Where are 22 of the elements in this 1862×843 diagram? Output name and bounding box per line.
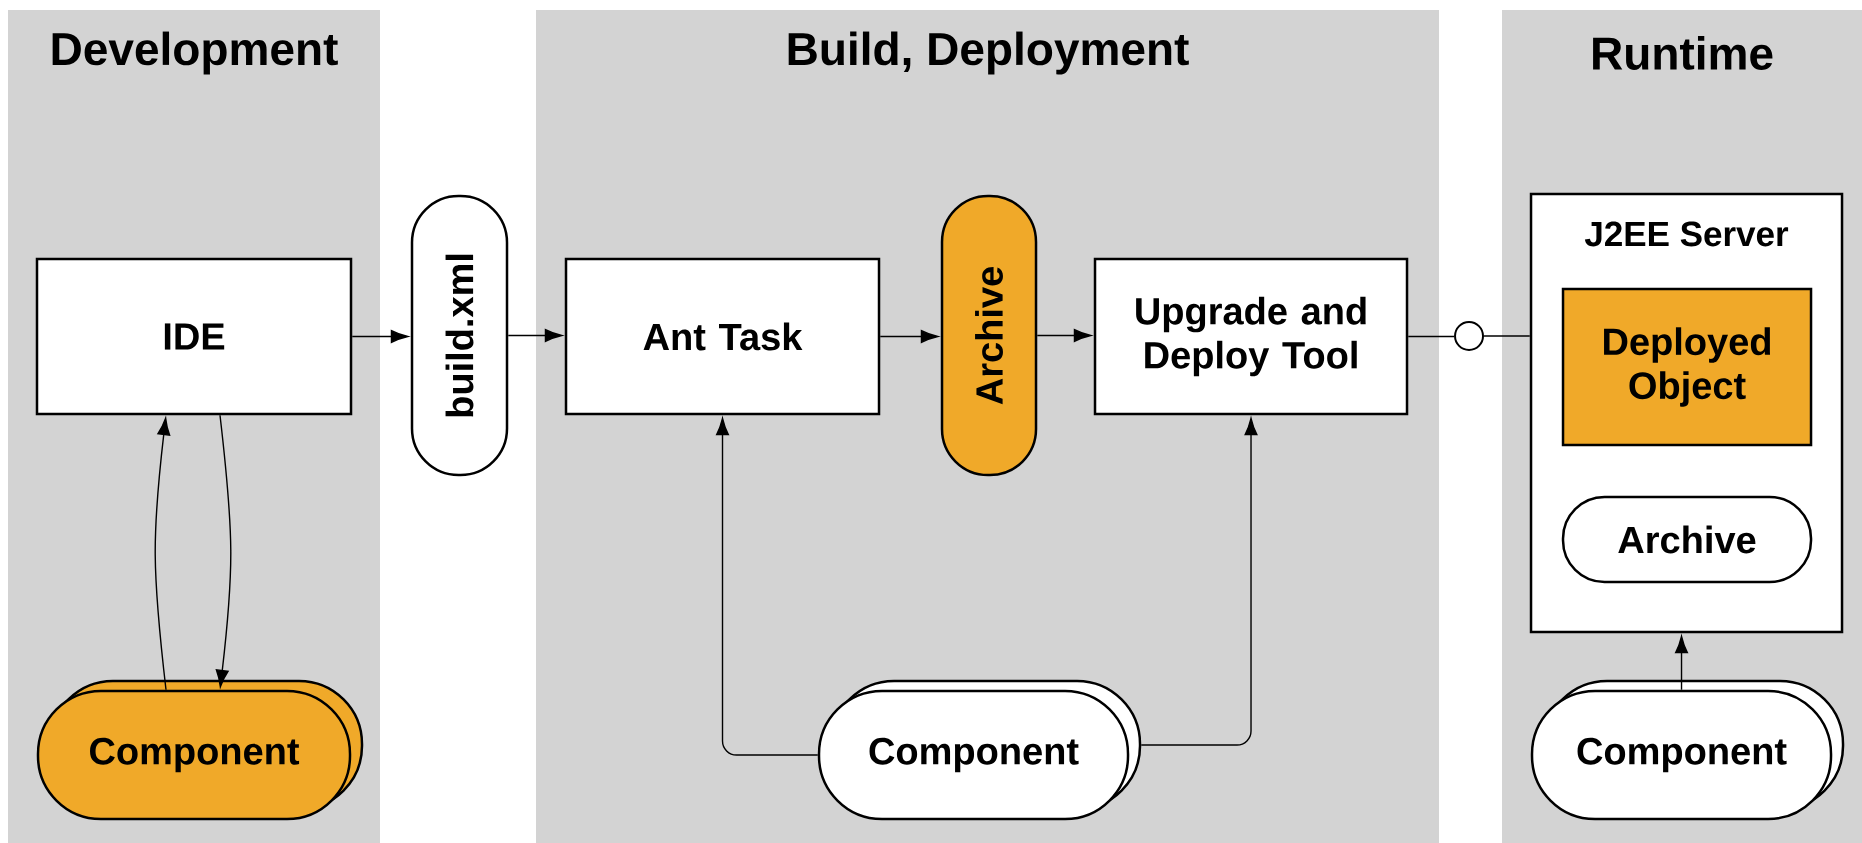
arrow [716, 417, 819, 756]
arrow [879, 329, 939, 343]
connector-line [1483, 335, 1531, 337]
arrow [1036, 328, 1092, 342]
arrow [1675, 635, 1689, 691]
process-box: Ant Task [564, 257, 881, 416]
stacked-component-pill: Component [1530, 679, 1845, 821]
rounded-pill: Archive [1561, 495, 1813, 584]
stacked-component-pill: Component [817, 679, 1142, 821]
arrow [1140, 417, 1258, 746]
arrow [507, 328, 563, 342]
interface-circle [1454, 321, 1484, 351]
arrow [154, 417, 171, 691]
process-box: IDE [35, 257, 353, 416]
connector-line [1407, 335, 1455, 338]
arrow [351, 329, 409, 343]
process-box: Deployed Object [1561, 287, 1813, 447]
stacked-component-pill: Component [36, 679, 364, 821]
vertical-pill: Archive [940, 194, 1038, 477]
vertical-pill: build.xml [410, 194, 509, 477]
arrow [215, 414, 232, 688]
process-box: Upgrade and Deploy Tool [1093, 257, 1409, 416]
